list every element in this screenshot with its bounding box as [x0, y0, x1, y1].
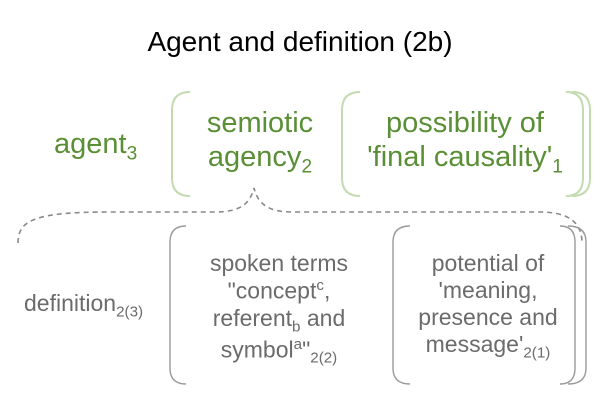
- potential-right-bracket-inner: [559, 225, 576, 385]
- final-causality-left-bracket: [341, 91, 361, 197]
- spoken-terms-subscript: 2(2): [310, 349, 338, 367]
- agent-text: agent: [54, 128, 127, 160]
- potential-line3: presence and: [418, 304, 558, 331]
- spoken-terms-left-bracket: [169, 225, 187, 385]
- message-text: message': [425, 331, 524, 358]
- final-causality-subscript: 1: [552, 156, 563, 178]
- potential-line2: 'meaning,: [438, 277, 538, 304]
- definition-text: definition: [24, 290, 117, 316]
- final-causality-right-bracket-inner: [565, 91, 584, 197]
- spoken-terms-line3: referentb and: [176, 305, 382, 336]
- potential-line1: potential of: [431, 250, 545, 276]
- potential-subscript: 2(1): [523, 344, 551, 362]
- final-causality-line2-text: 'final causality': [367, 141, 553, 174]
- definition-subscript: 2(3): [116, 303, 144, 321]
- semiotic-agency-line2-text: agency: [207, 141, 302, 174]
- diagram-title: Agent and definition (2b): [147, 26, 453, 57]
- spoken-terms-label: spoken terms "conceptc, referentb and sy…: [176, 250, 382, 367]
- final-causality-label: possibility of 'final causality'1: [350, 106, 580, 179]
- definition-label: definition2(3): [24, 290, 143, 320]
- final-causality-right-bracket-outer: [571, 91, 591, 197]
- semiotic-agency-label: semiotic agency2: [180, 106, 340, 179]
- dashed-curly-brace: [17, 187, 583, 244]
- symbol-superscript: a: [293, 335, 303, 353]
- concept-comma: ,: [323, 277, 331, 304]
- semiotic-agency-subscript: 2: [301, 156, 313, 178]
- semiotic-agency-line2: agency2: [180, 140, 340, 179]
- agent-label: agent3: [54, 128, 137, 166]
- semiotic-agency-line1: semiotic: [206, 107, 314, 139]
- potential-left-bracket: [392, 225, 411, 385]
- semiotic-agency-left-bracket: [171, 91, 191, 197]
- spoken-terms-line4: symbola"2(2): [176, 336, 382, 368]
- potential-meaning-label: potential of 'meaning, presence and mess…: [398, 250, 578, 363]
- concept-text: "concept: [227, 277, 317, 304]
- final-causality-line2: 'final causality'1: [350, 140, 580, 179]
- potential-line4: message'2(1): [398, 331, 578, 362]
- potential-right-bracket-outer: [567, 225, 587, 385]
- concept-superscript: c: [316, 277, 324, 295]
- spoken-terms-line2: "conceptc,: [176, 277, 382, 304]
- final-causality-line1: possibility of: [386, 107, 544, 139]
- spoken-terms-line1: spoken terms: [209, 250, 349, 276]
- referent-and: and: [300, 304, 346, 331]
- referent-text: referent: [212, 304, 293, 331]
- referent-subscript: b: [292, 317, 301, 335]
- symbol-text: symbol: [220, 336, 294, 363]
- agent-subscript: 3: [126, 143, 138, 165]
- symbol-quote: ": [302, 336, 311, 363]
